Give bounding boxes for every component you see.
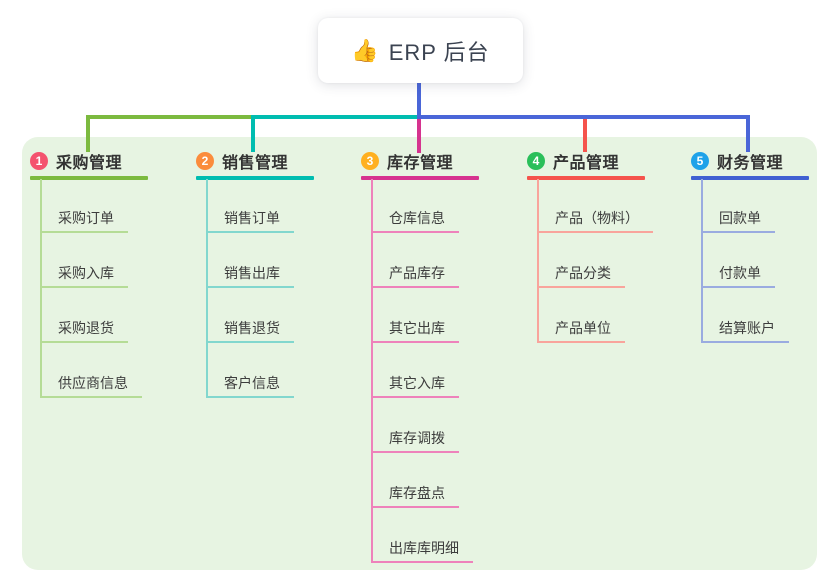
branch-number-badge: 2 (196, 152, 214, 170)
child-node[interactable]: 供应商信息 (40, 373, 142, 398)
child-node[interactable]: 产品（物料） (537, 208, 653, 233)
child-node[interactable]: 付款单 (701, 263, 775, 288)
branch-number-badge: 3 (361, 152, 379, 170)
child-node[interactable]: 采购退货 (40, 318, 128, 343)
connector-line-purchase (86, 115, 255, 119)
root-node[interactable]: 👍 ERP 后台 (318, 18, 523, 83)
child-connector-line (537, 179, 539, 343)
branch-header-purchase[interactable]: 1 采购管理 (30, 151, 190, 172)
child-node[interactable]: 库存调拨 (371, 428, 459, 453)
connector-drop-sales (251, 115, 255, 152)
child-node[interactable]: 采购入库 (40, 263, 128, 288)
branch-number-badge: 4 (527, 152, 545, 170)
branch-purchase: 1 采购管理 采购订单 采购入库 采购退货 供应商信息 (30, 151, 190, 398)
connector-drop-finance (746, 115, 750, 152)
branch-label: 财务管理 (717, 155, 784, 172)
connector-drop-inventory (417, 119, 421, 153)
child-node[interactable]: 产品库存 (371, 263, 459, 288)
connector-line-finance-horizontal (417, 115, 750, 119)
branch-underline (196, 176, 314, 180)
branch-label: 采购管理 (56, 155, 123, 172)
branch-header-product[interactable]: 4 产品管理 (527, 151, 687, 172)
branch-underline (361, 176, 479, 180)
child-node[interactable]: 回款单 (701, 208, 775, 233)
branch-product: 4 产品管理 产品（物料） 产品分类 产品单位 (527, 151, 687, 343)
child-connector-line (371, 179, 373, 563)
child-node[interactable]: 客户信息 (206, 373, 294, 398)
child-node[interactable]: 出库库明细 (371, 538, 473, 563)
root-stem-line (417, 83, 421, 117)
branch-underline (691, 176, 809, 180)
branch-label: 库存管理 (387, 155, 454, 172)
connector-drop-purchase (86, 115, 90, 152)
branch-underline (30, 176, 148, 180)
branch-number-badge: 1 (30, 152, 48, 170)
branch-underline (527, 176, 645, 180)
child-node[interactable]: 销售退货 (206, 318, 294, 343)
child-node[interactable]: 结算账户 (701, 318, 789, 343)
child-connector-line (206, 179, 208, 398)
branch-label: 产品管理 (553, 155, 620, 172)
child-connector-line (701, 179, 703, 343)
thumbs-up-icon: 👍 (351, 37, 379, 63)
branch-finance: 5 财务管理 回款单 付款单 结算账户 (691, 151, 839, 343)
branch-inventory: 3 库存管理 仓库信息 产品库存 其它出库 其它入库 库存调拨 库存盘点 出库库… (361, 151, 521, 563)
branches-panel (22, 137, 817, 570)
child-connector-line (40, 179, 42, 398)
branch-sales: 2 销售管理 销售订单 销售出库 销售退货 客户信息 (196, 151, 356, 398)
branch-header-sales[interactable]: 2 销售管理 (196, 151, 356, 172)
branch-label: 销售管理 (222, 155, 289, 172)
connector-drop-product (583, 119, 587, 152)
branch-header-inventory[interactable]: 3 库存管理 (361, 151, 521, 172)
child-node[interactable]: 产品单位 (537, 318, 625, 343)
child-node[interactable]: 其它入库 (371, 373, 459, 398)
connector-line-sales (251, 115, 421, 119)
branch-header-finance[interactable]: 5 财务管理 (691, 151, 839, 172)
child-node[interactable]: 库存盘点 (371, 483, 459, 508)
child-node[interactable]: 仓库信息 (371, 208, 459, 233)
child-node[interactable]: 销售出库 (206, 263, 294, 288)
child-node[interactable]: 采购订单 (40, 208, 128, 233)
child-node[interactable]: 产品分类 (537, 263, 625, 288)
child-node[interactable]: 其它出库 (371, 318, 459, 343)
child-node[interactable]: 销售订单 (206, 208, 294, 233)
branch-number-badge: 5 (691, 152, 709, 170)
root-title: ERP 后台 (388, 39, 490, 65)
